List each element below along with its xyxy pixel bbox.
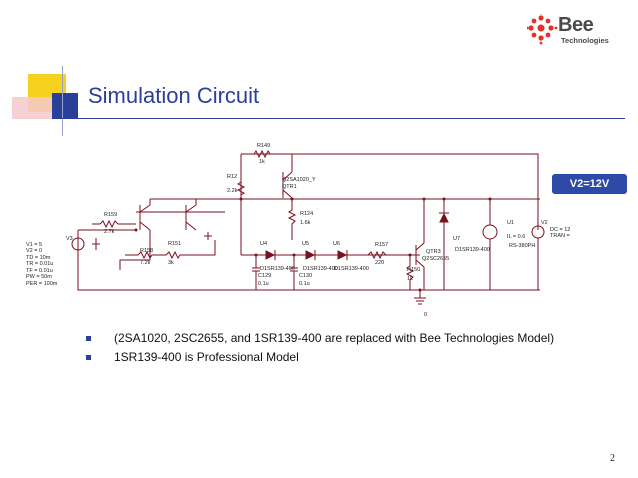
label-r149: R149 (257, 143, 270, 149)
label-v3-param: PW = 50m (26, 274, 52, 280)
label-r151: R151 (168, 241, 181, 247)
label-r159: R159 (104, 212, 117, 218)
label-r158: R158 (140, 248, 153, 254)
page-number: 2 (610, 453, 615, 464)
label-c130: C130 (299, 273, 312, 279)
label-r159-value: 2.7k (104, 229, 115, 235)
label-r151-value: 3k (168, 260, 174, 266)
label-v3-param: V1 = 5 (26, 242, 42, 248)
label-r150: R150 (407, 267, 420, 273)
label-q2sa1020: Q2SA1020_Y (282, 177, 316, 183)
bee-logo-icon (527, 14, 558, 45)
label-c129-value: 0.1u (258, 281, 269, 287)
label-d1sr139-u6: D1SR139-400 (334, 266, 369, 272)
label-v2: V2 (541, 220, 548, 226)
label-u5: U5 (302, 241, 309, 247)
label-v3-param: PER = 100m (26, 281, 58, 287)
label-d1sr139-u4: D1SR139-400 (260, 266, 295, 272)
bullet-text: 1SR139-400 is Professional Model (114, 350, 299, 364)
label-v3-param: TR = 0.01u (26, 261, 53, 267)
decor-pink-square (12, 97, 52, 119)
label-d1sr139-u7: D1SR139-400 (455, 247, 490, 253)
label-ground: 0 (424, 312, 427, 318)
label-r124-value: 1.6k (300, 220, 311, 226)
decor-vertical-line (62, 66, 63, 136)
label-qtr1: QTR1 (282, 184, 297, 190)
label-v3-param: TD = 10m (26, 255, 51, 261)
title-underline (60, 118, 625, 119)
label-c129: C129 (258, 273, 271, 279)
bullet-item: 1SR139-400 is Professional Model (86, 350, 554, 369)
decor-blue-square (52, 93, 78, 119)
label-u4: U4 (260, 241, 267, 247)
v2-voltage-badge: V2=12V (552, 174, 627, 194)
label-d1sr139-u5: D1SR139-400 (303, 266, 338, 272)
label-r157-value: 220 (375, 260, 384, 266)
label-rs380ph: RS-380PH (509, 243, 535, 249)
bullet-square-icon (86, 336, 91, 341)
label-v3: V3 (66, 236, 73, 242)
label-qtr3: QTR3 (426, 249, 441, 255)
label-c130-value: 0.1u (299, 281, 310, 287)
label-v3-param: V2 = 0 (26, 248, 42, 254)
label-r158-value: 7.2k (140, 260, 151, 266)
label-r12: R12 (227, 174, 237, 180)
label-u1: U1 (507, 220, 514, 226)
label-r12-value: 2.2k (227, 188, 238, 194)
label-il: IL = 0.6 (507, 234, 525, 240)
label-u6: U6 (333, 241, 340, 247)
label-r157: R157 (375, 242, 388, 248)
label-u7: U7 (453, 236, 460, 242)
logo-wordmark: Bee (558, 14, 594, 36)
label-q2sc2655: Q2SC2655 (422, 256, 449, 262)
label-r149-value: 1k (259, 159, 265, 165)
page-title: Simulation Circuit (88, 83, 260, 108)
logo-subtext: Technologies (561, 36, 609, 45)
label-v2-dc: DC = 12 (550, 227, 570, 233)
bullet-square-icon (86, 355, 91, 360)
label-r150-value: 1k (407, 276, 413, 282)
bullet-text: (2SA1020, 2SC2655, and 1SR139-400 are re… (114, 331, 555, 345)
label-v2-tran: TRAN = (550, 233, 570, 239)
label-r124: R124 (300, 211, 313, 217)
bullet-item: (2SA1020, 2SC2655, and 1SR139-400 are re… (86, 331, 554, 350)
bullet-list: (2SA1020, 2SC2655, and 1SR139-400 are re… (86, 331, 554, 369)
label-v3-param: TF = 0.01u (26, 268, 53, 274)
